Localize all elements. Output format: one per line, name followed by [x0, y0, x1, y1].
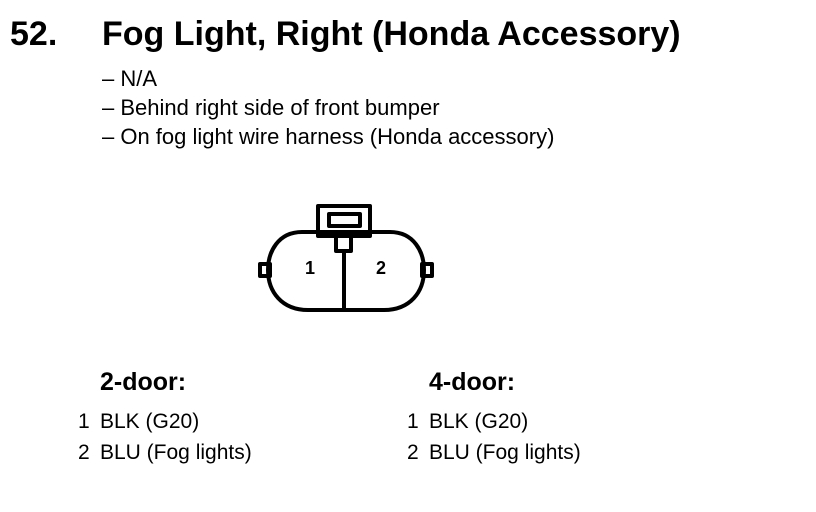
pin-wire: BLK (G20): [429, 410, 529, 433]
pin-row: 2 BLU (Fog lights): [407, 437, 667, 468]
detail-item: – N/A: [102, 66, 158, 91]
connector-outline-icon: [266, 230, 426, 312]
pin-label-2: 2: [376, 258, 386, 278]
pin-wire: BLU (Fog lights): [100, 441, 252, 464]
variant-4door: 4-door: 1 BLK (G20) 2 BLU (Fog lights): [407, 366, 667, 468]
connector-body-icon: [258, 204, 434, 312]
pin-label-1: 1: [305, 258, 315, 278]
locking-tab-slot-icon: [327, 212, 362, 228]
detail-item: – Behind right side of front bumper: [102, 95, 440, 120]
pin-wire: BLU (Fog lights): [429, 441, 581, 464]
pin-row: 1 BLK (G20): [407, 406, 667, 437]
pin-list: 1 BLK (G20) 2 BLU (Fog lights): [78, 406, 338, 468]
detail-item: – On fog light wire harness (Honda acces…: [102, 124, 555, 149]
variant-heading: 4-door:: [429, 368, 516, 396]
pin-row: 2 BLU (Fog lights): [78, 437, 338, 468]
section-heading: Fog Light, Right (Honda Accessory): [102, 15, 681, 53]
pin-number: 1: [78, 410, 90, 433]
variant-heading: 2-door:: [100, 368, 187, 396]
pin-row: 1 BLK (G20): [78, 406, 338, 437]
pin-number: 2: [407, 441, 419, 464]
pin-list: 1 BLK (G20) 2 BLU (Fog lights): [407, 406, 667, 468]
pin-number: 2: [78, 441, 90, 464]
variant-2door: 2-door: 1 BLK (G20) 2 BLU (Fog lights): [78, 366, 338, 468]
pin-wire: BLK (G20): [100, 410, 200, 433]
detail-list: – N/A – Behind right side of front bumpe…: [102, 64, 554, 151]
section-number: 52.: [10, 15, 58, 53]
pin-number: 1: [407, 410, 419, 433]
connector-diagram: 1 2: [258, 204, 434, 312]
